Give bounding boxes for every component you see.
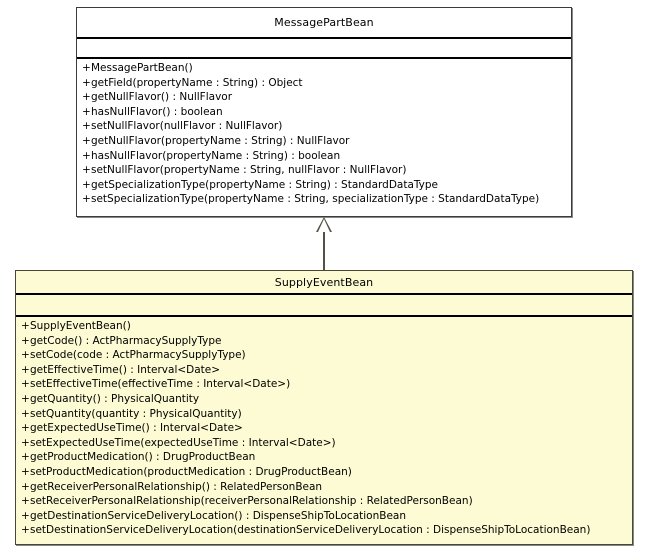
operation-signature: getNullFlavor() : NullFlavor	[91, 91, 233, 104]
operation-signature: hasNullFlavor() : boolean	[91, 105, 223, 118]
operation-row: +hasNullFlavor(propertyName : String) : …	[77, 149, 571, 164]
operation-visibility: +	[21, 509, 30, 522]
operation-row: +getReceiverPersonalRelationship() : Rel…	[16, 480, 632, 495]
operation-signature: getField(propertyName : String) : Object	[91, 76, 303, 89]
class-name-compartment: SupplyEventBean	[16, 271, 632, 295]
uml-class-message-part-bean[interactable]: MessagePartBean +MessagePartBean()+getFi…	[76, 7, 572, 217]
class-name-compartment: MessagePartBean	[77, 8, 571, 39]
operation-row: +setEffectiveTime(effectiveTime : Interv…	[16, 377, 632, 392]
operation-signature: setCode(code : ActPharmacySupplyType)	[30, 349, 246, 362]
operation-visibility: +	[21, 334, 30, 347]
operation-signature: SupplyEventBean()	[30, 320, 131, 332]
operation-row: +setSpecializationType(propertyName : St…	[77, 192, 571, 207]
operation-row: +getDestinationServiceDeliveryLocation()…	[16, 509, 632, 524]
operation-visibility: +	[82, 62, 91, 74]
operation-signature: getProductMedication() : DrugProductBean	[30, 451, 256, 464]
operation-signature: getEffectiveTime() : Interval<Date>	[30, 363, 221, 376]
operation-visibility: +	[21, 363, 30, 376]
operation-visibility: +	[82, 193, 91, 206]
operation-row: +setQuantity(quantity : PhysicalQuantity…	[16, 407, 632, 422]
operation-signature: getDestinationServiceDeliveryLocation() …	[30, 509, 407, 522]
operation-row: +getEffectiveTime() : Interval<Date>	[16, 363, 632, 378]
operation-visibility: +	[82, 91, 91, 104]
operation-signature: getSpecializationType(propertyName : Str…	[91, 178, 439, 191]
operation-row: +setProductMedication(productMedication …	[16, 465, 632, 480]
operation-visibility: +	[82, 149, 91, 162]
operation-row: +getQuantity() : PhysicalQuantity	[16, 392, 632, 407]
operation-row: +getSpecializationType(propertyName : St…	[77, 178, 571, 193]
operation-visibility: +	[21, 378, 30, 391]
operation-signature: setExpectedUseTime(expectedUseTime : Int…	[30, 436, 336, 449]
operation-visibility: +	[82, 178, 91, 191]
operation-visibility: +	[82, 134, 91, 147]
operation-signature: setEffectiveTime(effectiveTime : Interva…	[30, 378, 291, 391]
operation-visibility: +	[21, 465, 30, 478]
uml-class-supply-event-bean[interactable]: SupplyEventBean +SupplyEventBean()+getCo…	[15, 270, 633, 545]
class-title: SupplyEventBean	[274, 275, 374, 289]
operation-row: +getNullFlavor() : NullFlavor	[77, 90, 571, 105]
generalization-line	[323, 231, 325, 271]
class-attributes-compartment	[77, 39, 571, 59]
class-operations-compartment: +MessagePartBean()+getField(propertyName…	[77, 59, 571, 209]
operation-visibility: +	[82, 120, 91, 133]
operation-visibility: +	[21, 480, 30, 493]
operation-visibility: +	[82, 105, 91, 118]
operation-signature: getNullFlavor(propertyName : String) : N…	[91, 134, 350, 147]
operation-visibility: +	[21, 422, 30, 435]
operation-signature: getCode() : ActPharmacySupplyType	[30, 334, 222, 347]
operation-visibility: +	[82, 76, 91, 89]
operation-signature: getQuantity() : PhysicalQuantity	[30, 392, 200, 405]
operation-row: +getProductMedication() : DrugProductBea…	[16, 450, 632, 465]
operation-signature: setReceiverPersonalRelationship(receiver…	[30, 495, 473, 508]
operation-signature: MessagePartBean()	[91, 62, 193, 74]
operation-visibility: +	[82, 164, 91, 177]
operation-visibility: +	[21, 392, 30, 405]
operation-visibility: +	[21, 524, 30, 537]
operation-visibility: +	[21, 407, 30, 420]
operation-visibility: +	[21, 349, 30, 362]
class-title: MessagePartBean	[274, 16, 374, 29]
operation-signature: getExpectedUseTime() : Interval<Date>	[30, 422, 243, 435]
operation-visibility: +	[21, 495, 30, 508]
class-attributes-compartment	[16, 295, 632, 317]
operation-row: +setNullFlavor(nullFlavor : NullFlavor)	[77, 119, 571, 134]
operation-row: +setExpectedUseTime(expectedUseTime : In…	[16, 436, 632, 451]
operation-row: +setReceiverPersonalRelationship(receive…	[16, 494, 632, 509]
class-operations-compartment: +SupplyEventBean()+getCode() : ActPharma…	[16, 317, 632, 540]
operation-row: +setCode(code : ActPharmacySupplyType)	[16, 348, 632, 363]
operation-row: +SupplyEventBean()	[16, 319, 632, 334]
operation-signature: setProductMedication(productMedication :…	[30, 465, 352, 478]
operation-row: +getNullFlavor(propertyName : String) : …	[77, 134, 571, 149]
operation-visibility: +	[21, 451, 30, 464]
operation-row: +setDestinationServiceDeliveryLocation(d…	[16, 523, 632, 538]
operation-signature: setDestinationServiceDeliveryLocation(de…	[30, 524, 591, 537]
operation-row: +getExpectedUseTime() : Interval<Date>	[16, 421, 632, 436]
operation-row: +getField(propertyName : String) : Objec…	[77, 76, 571, 91]
operation-visibility: +	[21, 320, 30, 332]
operation-row: +hasNullFlavor() : boolean	[77, 105, 571, 120]
operation-signature: setNullFlavor(propertyName : String, nul…	[91, 164, 407, 177]
operation-signature: setSpecializationType(propertyName : Str…	[91, 193, 540, 206]
operation-row: +setNullFlavor(propertyName : String, nu…	[77, 163, 571, 178]
operation-row: +getCode() : ActPharmacySupplyType	[16, 334, 632, 349]
operation-signature: setQuantity(quantity : PhysicalQuantity)	[30, 407, 242, 420]
operation-signature: setNullFlavor(nullFlavor : NullFlavor)	[91, 120, 283, 133]
operation-signature: getReceiverPersonalRelationship() : Rela…	[30, 480, 323, 493]
operation-visibility: +	[21, 436, 30, 449]
operation-row: +MessagePartBean()	[77, 61, 571, 76]
operation-signature: hasNullFlavor(propertyName : String) : b…	[91, 149, 341, 162]
